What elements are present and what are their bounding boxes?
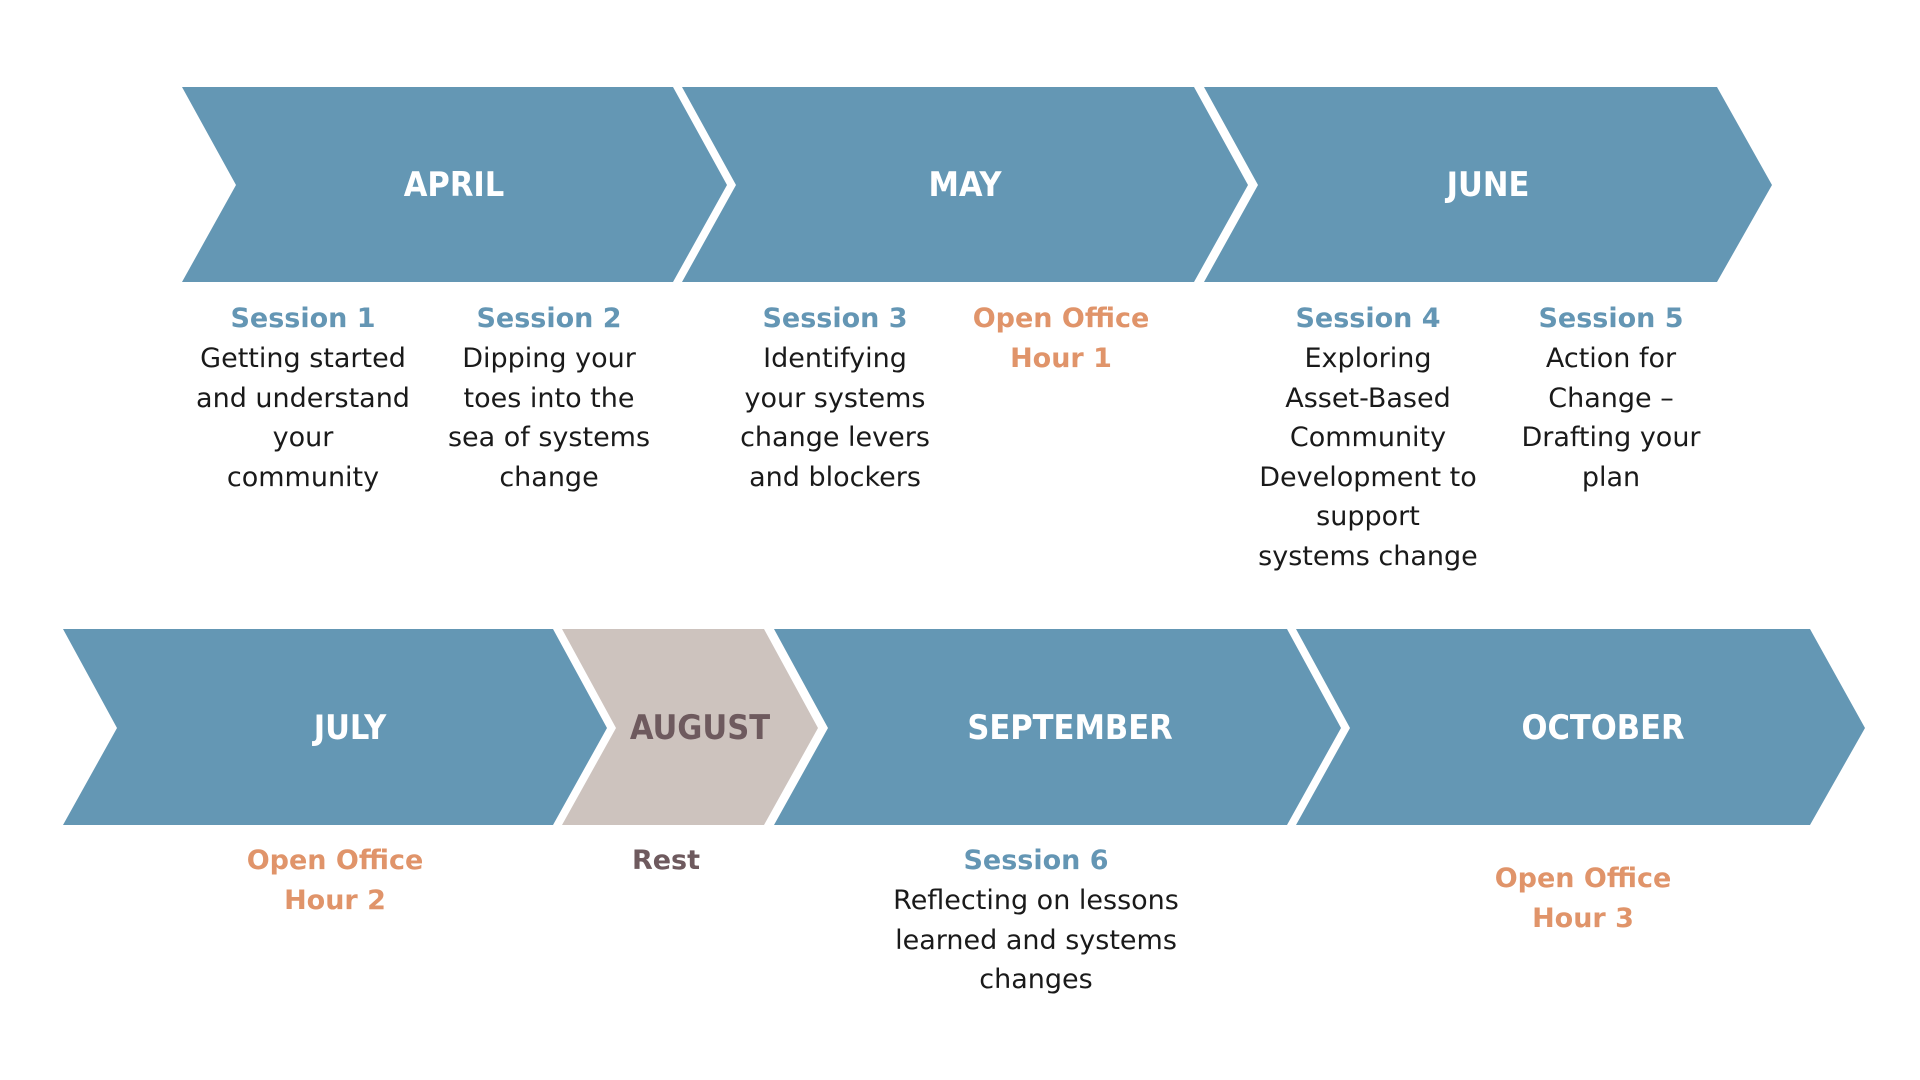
event-open-office-hour-1: Open Office Hour 1	[941, 299, 1181, 379]
event-description-line: plan	[1581, 461, 1641, 493]
event-description-line: Dipping your	[462, 343, 636, 374]
event-title-line: Open Office	[1494, 863, 1672, 894]
event-description-line: Change –	[1548, 382, 1674, 414]
event-description-line: your	[272, 422, 334, 453]
event-session-4: Session 4 Exploring Asset-Based Communit…	[1248, 299, 1488, 576]
event-title: Session 4	[1295, 303, 1441, 334]
timeline-row-april-june: APRIL MAY JUNE	[182, 87, 1772, 282]
event-description-line: and blockers	[749, 461, 921, 493]
event-title: Session 5	[1538, 303, 1684, 334]
month-label-september: SEPTEMBER	[967, 708, 1172, 748]
event-description-line: Asset-Based	[1285, 382, 1451, 414]
event-session-6: Session 6 Reflecting on lessons learned …	[866, 841, 1206, 1000]
event-description-line: Development to	[1259, 461, 1477, 493]
month-label-july: JULY	[312, 708, 387, 748]
event-title: Session 3	[762, 303, 908, 334]
event-description-line: Identifying	[763, 343, 907, 374]
event-session-5: Session 5 Action for Change – Drafting y…	[1491, 299, 1731, 497]
event-title-line: Hour 3	[1532, 903, 1634, 934]
event-session-2: Session 2 Dipping your toes into the sea…	[429, 299, 669, 497]
event-description-line: Getting started	[200, 343, 406, 374]
month-chevron-august	[562, 629, 818, 825]
event-title-line: Hour 1	[1010, 343, 1112, 374]
event-description-line: your systems	[744, 382, 926, 414]
month-label-april: APRIL	[404, 165, 505, 205]
event-description-line: sea of systems	[447, 422, 651, 453]
event-description-line: Exploring	[1304, 343, 1432, 374]
month-chevron-june	[1204, 87, 1772, 282]
event-description-line: learned and systems	[895, 924, 1177, 956]
event-title-line: Hour 2	[284, 885, 386, 916]
event-rest: Rest	[546, 841, 786, 881]
event-description-line: and understand	[196, 382, 410, 414]
event-description-line: community	[226, 461, 380, 493]
month-label-october: OCTOBER	[1521, 708, 1684, 748]
event-session-1: Session 1 Getting started and understand…	[183, 299, 423, 497]
month-chevron-october	[1296, 629, 1865, 825]
event-description-line: change levers	[740, 422, 930, 453]
event-session-3: Session 3 Identifying your systems chang…	[715, 299, 955, 497]
event-description-line: support	[1316, 501, 1420, 532]
month-chevron-september	[774, 629, 1341, 825]
event-title: Session 2	[476, 303, 622, 334]
event-title: Session 6	[963, 845, 1109, 876]
event-description-line: changes	[979, 964, 1093, 995]
event-description-line: Reflecting on lessons	[893, 885, 1179, 916]
event-open-office-hour-2: Open Office Hour 2	[215, 841, 455, 921]
event-title-line: Open Office	[246, 845, 424, 876]
month-chevron-april	[182, 87, 727, 282]
month-label-august: AUGUST	[630, 708, 770, 748]
month-chevron-july	[63, 629, 607, 825]
event-description-line: change	[499, 461, 599, 493]
month-chevron-may	[682, 87, 1248, 282]
timeline-row-july-october: JULY AUGUST SEPTEMBER OCTOBER	[63, 629, 1865, 825]
month-label-may: MAY	[928, 165, 1002, 205]
event-open-office-hour-3: Open Office Hour 3	[1463, 859, 1703, 939]
event-description-line: Action for	[1545, 343, 1677, 374]
event-description-line: Drafting your	[1521, 422, 1701, 453]
event-title: Rest	[631, 845, 701, 876]
event-description-line: systems change	[1258, 540, 1478, 572]
month-label-june: JUNE	[1445, 165, 1530, 205]
event-title: Session 1	[230, 303, 376, 334]
event-description-line: toes into the	[463, 382, 635, 414]
event-title-line: Open Office	[972, 303, 1150, 334]
event-description-line: Community	[1289, 422, 1447, 453]
